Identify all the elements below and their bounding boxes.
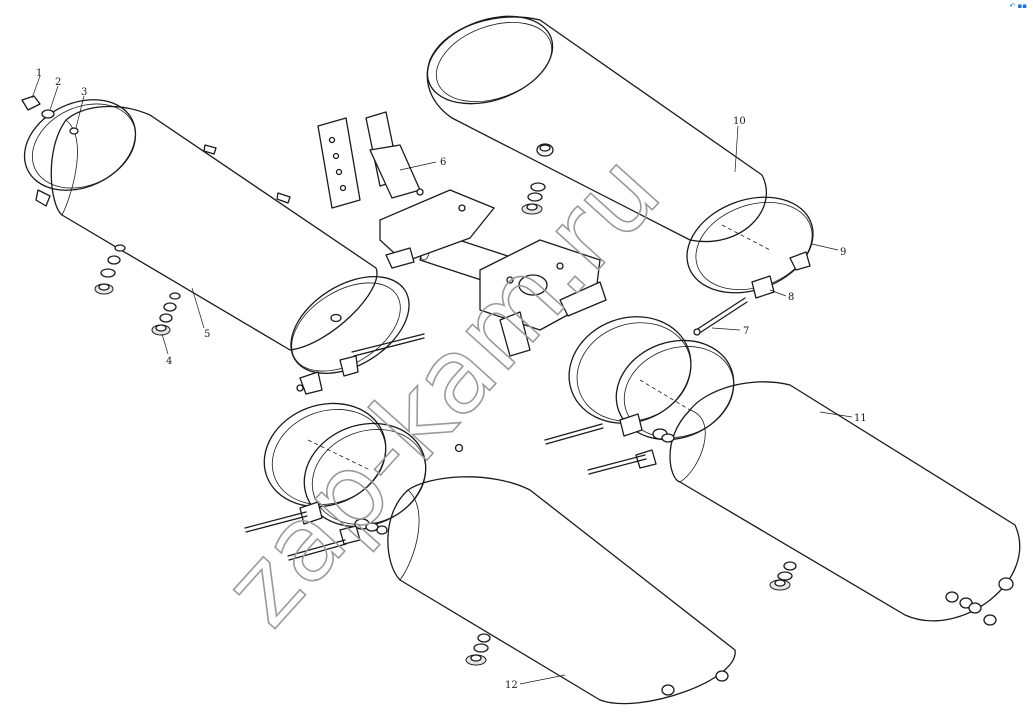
callout-2: 2 [55, 77, 61, 88]
callout-5: 5 [204, 329, 210, 340]
centerline [307, 439, 371, 471]
mounting-bracket-6 [317, 111, 607, 357]
centerline [721, 224, 771, 251]
callout-6: 6 [440, 157, 446, 168]
air-receiver-5 [21, 95, 425, 395]
callout-12: 12 [505, 680, 518, 691]
air-receiver-10 [426, 15, 814, 336]
callout-11: 11 [854, 413, 867, 424]
callout-4: 4 [166, 356, 172, 367]
callout-3: 3 [81, 87, 87, 98]
callout-8: 8 [788, 292, 794, 303]
air-receiver-11 [544, 316, 1021, 626]
callout-1: 1 [36, 68, 42, 79]
leader-lines [31, 75, 853, 685]
callout-9: 9 [840, 247, 846, 258]
air-receiver-12 [244, 402, 736, 705]
callout-10: 10 [733, 116, 746, 127]
centerline [639, 379, 691, 411]
corner-mark: ↶ ▪▪ [1009, 2, 1027, 10]
callout-7: 7 [743, 326, 749, 337]
